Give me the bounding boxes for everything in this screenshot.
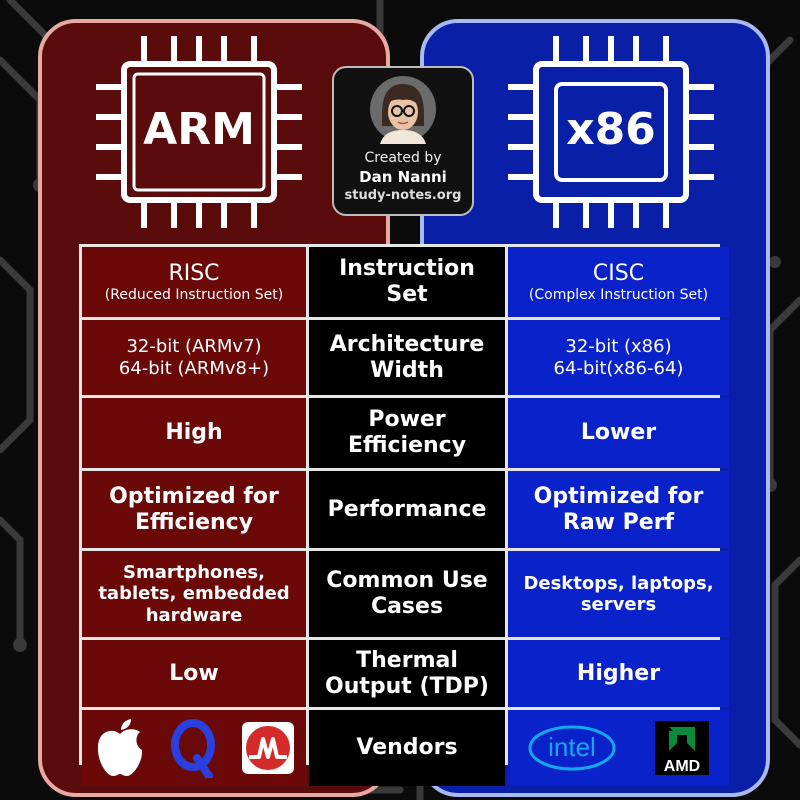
amd-logo-icon: AMD [655, 721, 710, 775]
cell-line: Thermal [356, 647, 458, 673]
cell-line: Efficiency [134, 509, 254, 535]
credit-website: study-notes.org [344, 188, 462, 203]
x86-chip-icon: x86 [500, 32, 722, 232]
cell-line: Smartphones, [123, 562, 265, 584]
cell-line: CISC [592, 260, 645, 286]
cell-line: RISC [168, 260, 220, 286]
cell-line: Efficiency [347, 433, 467, 458]
arm-performance: Optimized for Efficiency [82, 471, 306, 548]
cell-line: tablets, embedded [98, 583, 290, 605]
cell-line: Output (TDP) [325, 673, 489, 699]
broadcom-logo-icon [242, 722, 294, 774]
x86-thermal-output: Higher [508, 640, 729, 707]
arm-power-efficiency: High [82, 398, 306, 468]
label-performance: Performance [309, 471, 505, 548]
x86-instruction-set: CISC (Complex Instruction Set) [508, 247, 729, 317]
cell-line: 64-bit(x86-64) [553, 357, 684, 379]
label-vendors: Vendors [309, 710, 505, 786]
qualcomm-logo-icon [171, 719, 215, 778]
cell-line: Desktops, laptops, [523, 572, 714, 594]
avatar [370, 76, 436, 144]
cell-line: Width [370, 357, 444, 383]
author-credit: Created by Dan Nanni study-notes.org [332, 66, 474, 216]
cell-line: Raw Perf [562, 509, 675, 535]
cell-line: Set [386, 282, 428, 307]
cell-line: Lower [580, 420, 657, 446]
amd-logo-text: AMD [664, 758, 700, 775]
cell-line: hardware [145, 604, 243, 626]
cell-line: Low [169, 660, 219, 686]
arm-chip-label: ARM [143, 104, 255, 155]
x86-chip-label: x86 [566, 104, 656, 155]
arm-common-use-cases: Smartphones, tablets, embedded hardware [82, 551, 306, 637]
label-common-use-cases: Common Use Cases [309, 551, 505, 637]
cell-line: Instruction [339, 256, 475, 282]
arm-thermal-output: Low [82, 640, 306, 707]
arm-chip-icon: ARM [88, 32, 310, 232]
label-power-efficiency: Power Efficiency [309, 398, 505, 468]
cell-line: servers [580, 594, 657, 615]
credit-author: Dan Nanni [359, 168, 447, 186]
cell-line: Vendors [356, 735, 458, 761]
cell-line: Architecture [329, 331, 485, 357]
cell-line: Common Use [326, 568, 488, 594]
cell-line: 32-bit (x86) [565, 336, 672, 358]
intel-logo-icon: intel [528, 725, 616, 771]
cell-line: 32-bit (ARMv7) [126, 336, 262, 358]
arm-vendors [82, 710, 306, 786]
intel-logo-text: intel [548, 732, 596, 762]
cell-line: Optimized for [109, 483, 279, 509]
x86-performance: Optimized for Raw Perf [508, 471, 729, 548]
comparison-table: RISC (Reduced Instruction Set) Instructi… [79, 244, 729, 786]
label-instruction-set: Instruction Set [309, 247, 505, 317]
x86-common-use-cases: Desktops, laptops, servers [508, 551, 729, 637]
x86-power-efficiency: Lower [508, 398, 729, 468]
cell-line: (Reduced Instruction Set) [104, 286, 284, 303]
cell-line: Optimized for [533, 483, 704, 509]
x86-vendors: intel AMD [508, 710, 729, 786]
label-architecture-width: Architecture Width [309, 320, 505, 395]
arm-instruction-set: RISC (Reduced Instruction Set) [82, 247, 306, 317]
cell-line: (Complex Instruction Set) [528, 286, 709, 303]
label-thermal-output: Thermal Output (TDP) [309, 640, 505, 707]
cell-line: 64-bit (ARMv8+) [118, 357, 270, 379]
x86-architecture-width: 32-bit (x86) 64-bit(x86-64) [508, 320, 729, 395]
cell-line: High [165, 420, 223, 446]
cell-line: Performance [327, 496, 487, 522]
cell-line: Cases [370, 594, 444, 619]
cell-line: Power [368, 407, 446, 433]
apple-logo-icon [97, 719, 143, 776]
credit-created-by: Created by [364, 150, 442, 166]
cell-line: Higher [576, 660, 661, 686]
arm-architecture-width: 32-bit (ARMv7) 64-bit (ARMv8+) [82, 320, 306, 395]
